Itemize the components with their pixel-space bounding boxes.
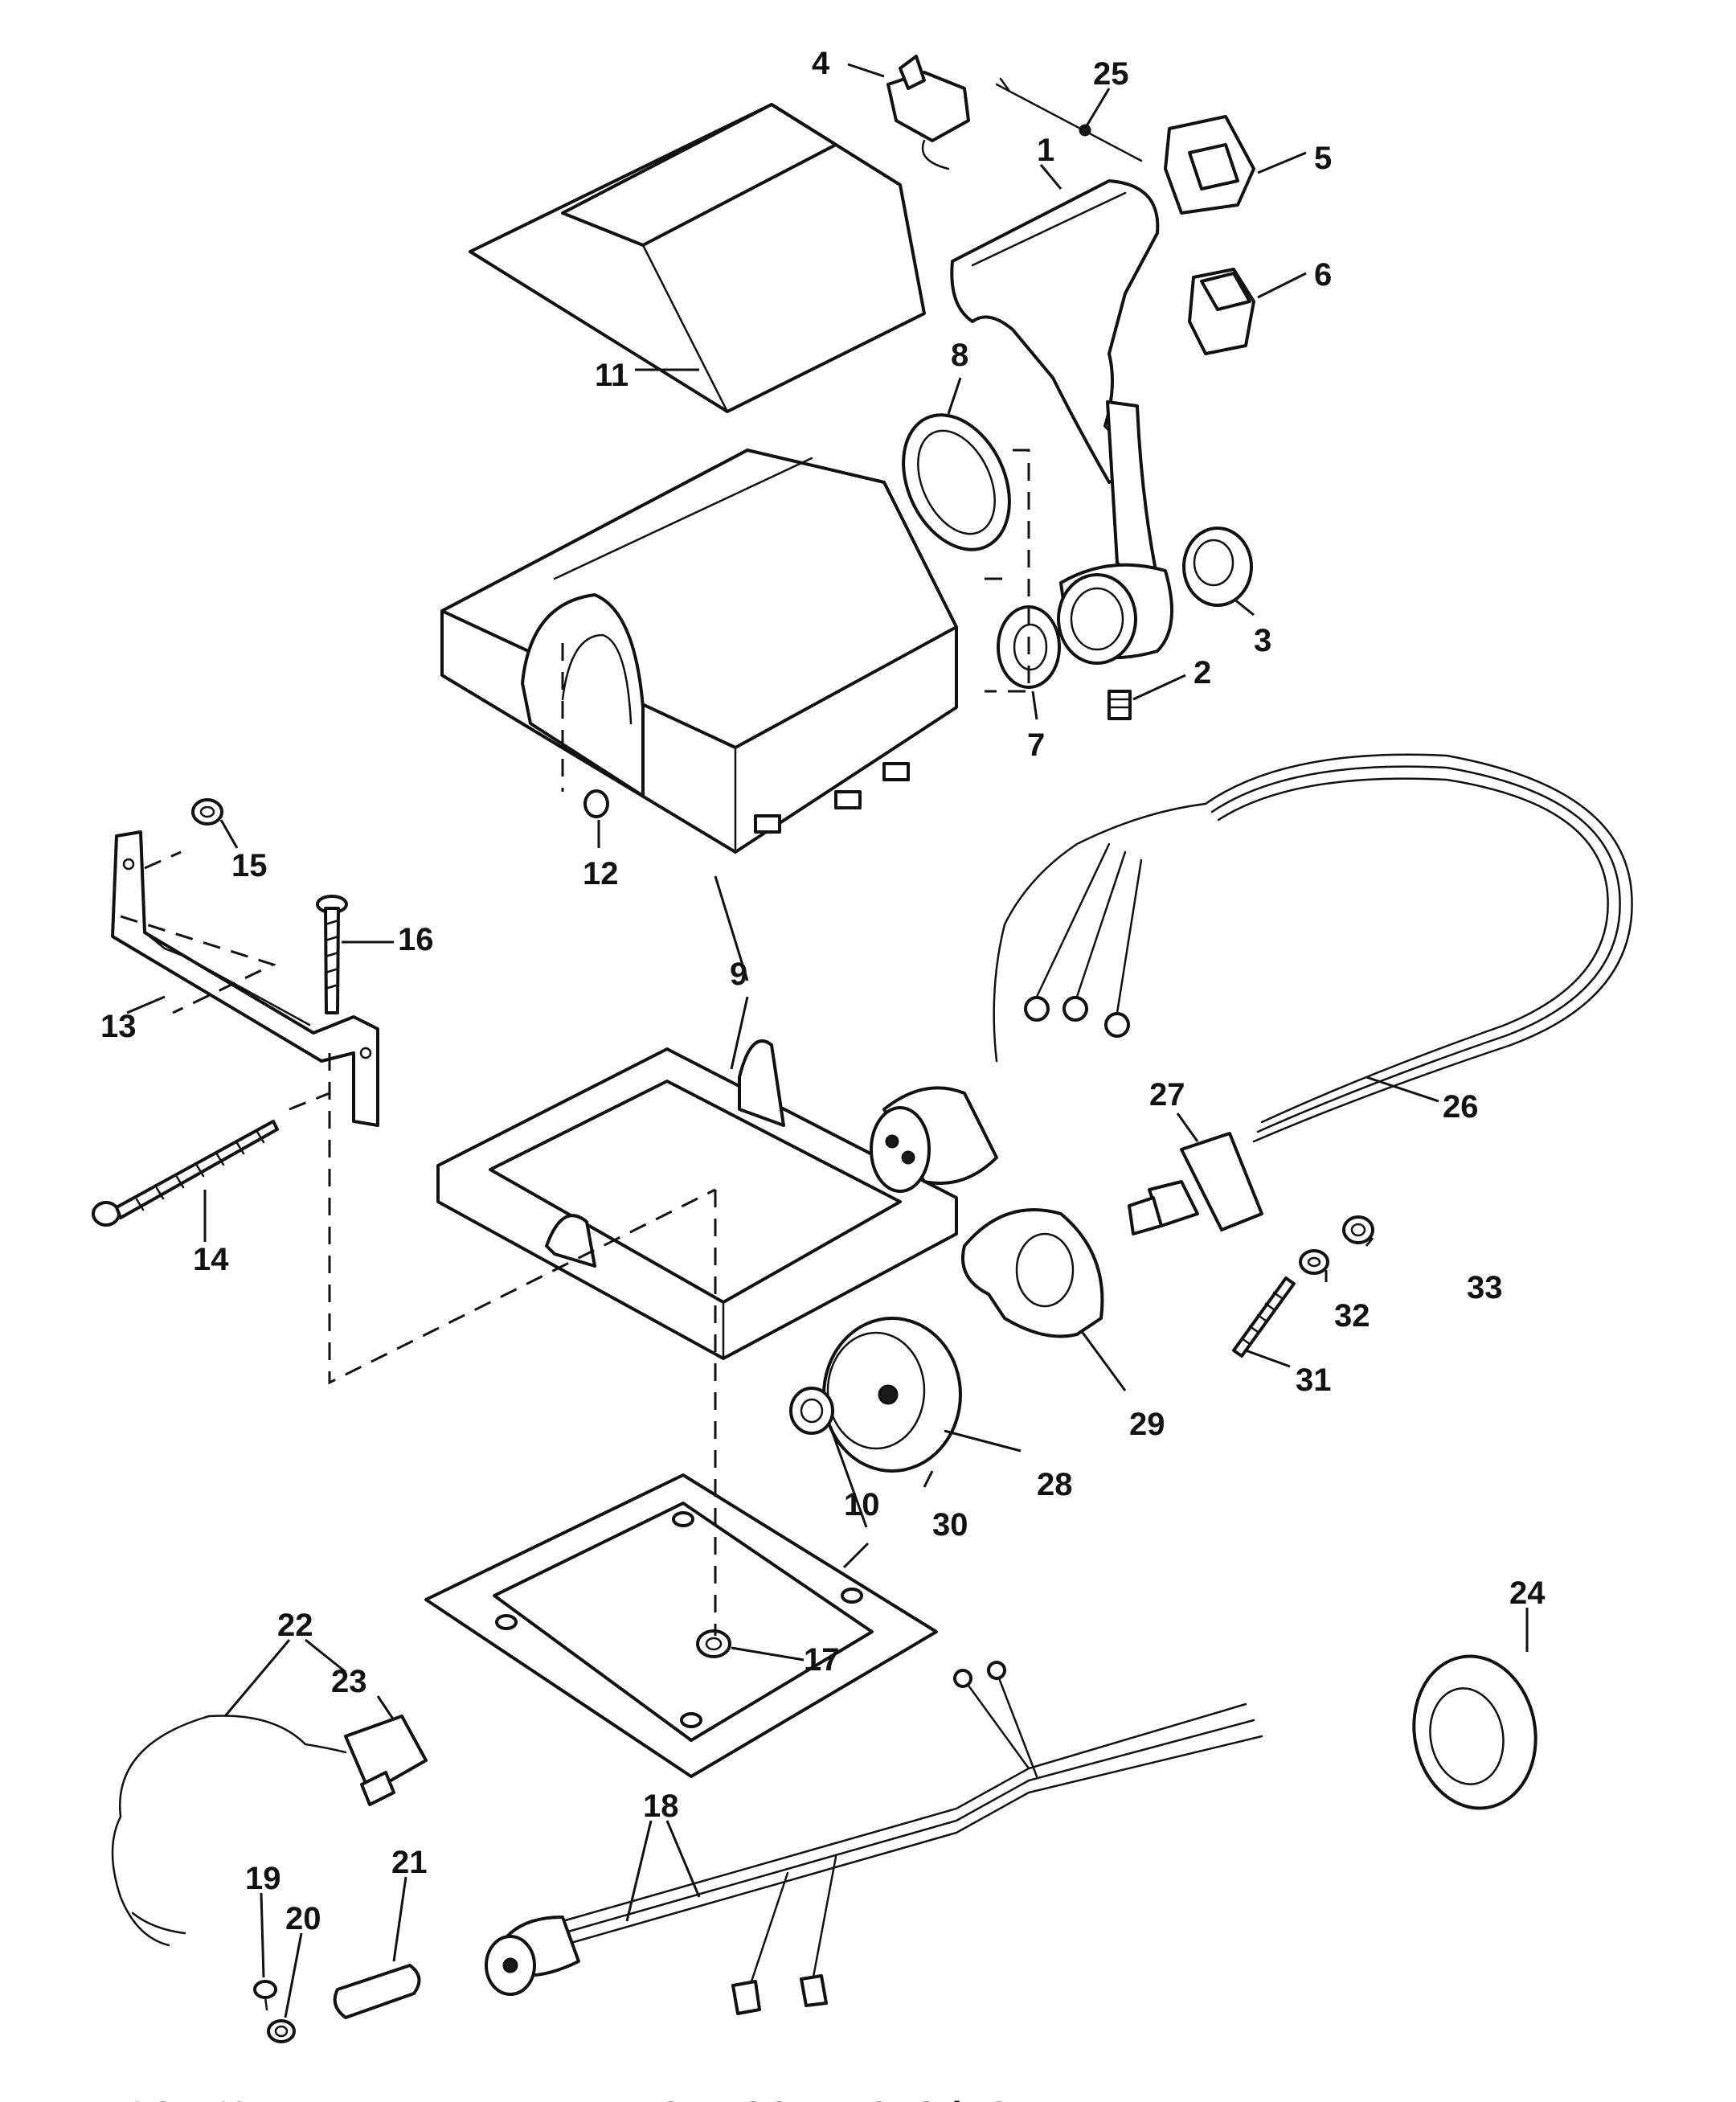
callout-17: 17 <box>804 1642 840 1678</box>
callout-10: 10 <box>844 1487 880 1522</box>
part-15-nut <box>191 798 223 826</box>
callout-18: 18 <box>643 1789 679 1824</box>
page-number: PAGE 48 <box>104 2095 249 2102</box>
callout-13: 13 <box>100 1009 137 1044</box>
callout-31: 31 <box>1296 1362 1332 1398</box>
callout-21: 21 <box>391 1845 428 1880</box>
callout-3: 3 <box>1254 623 1271 658</box>
part-25-pin <box>995 77 1143 162</box>
callout-28: 28 <box>1037 1467 1073 1502</box>
part-1-handle <box>950 179 1173 665</box>
part-29-clamp <box>961 1208 1104 1338</box>
callout-4: 4 <box>812 46 830 81</box>
part-18-main-harness <box>485 1661 1263 2015</box>
page-footer: PAGE 48 REMOTE CONTROLS (NON... <box>104 2095 1068 2102</box>
part-27-switch <box>1128 1132 1263 1235</box>
callout-23: 23 <box>331 1664 367 1699</box>
part-3-bushing <box>1182 527 1253 607</box>
part-2-set-screw <box>1108 690 1132 720</box>
callout-8: 8 <box>951 338 968 373</box>
callout-15: 15 <box>231 848 268 883</box>
callout-11: 11 <box>595 358 628 393</box>
callout-22: 22 <box>277 1608 313 1643</box>
part-26-harness <box>870 753 1633 1193</box>
part-11-top-panel <box>469 103 926 413</box>
callout-2: 2 <box>1194 655 1211 690</box>
part-30-nut <box>789 1387 834 1435</box>
part-13-bracket <box>111 830 379 1127</box>
callout-20: 20 <box>285 1901 321 1936</box>
part-9-base-frame <box>436 1039 958 1360</box>
callout-9: 9 <box>730 957 747 992</box>
part-9-housing <box>440 449 958 854</box>
part-33-nut <box>1342 1215 1374 1244</box>
callout-16: 16 <box>398 922 434 957</box>
part-12-cap <box>583 789 609 818</box>
part-20-nut <box>267 2019 296 2043</box>
part-21-sleeve <box>333 1964 421 2019</box>
part-17-nut <box>696 1629 731 1658</box>
part-6-button <box>1188 268 1255 355</box>
callout-6: 6 <box>1314 257 1332 293</box>
section-title: REMOTE CONTROLS (NON... <box>579 2095 1068 2102</box>
callout-25: 25 <box>1093 56 1129 92</box>
part-5-bezel <box>1164 115 1255 215</box>
part-4-switch <box>886 55 970 170</box>
callout-12: 12 <box>583 856 619 891</box>
part-14-long-screw <box>92 1120 279 1227</box>
part-8-ring <box>902 413 1011 551</box>
callout-7: 7 <box>1027 727 1045 763</box>
assembly-guide-lines <box>120 449 1030 1636</box>
callout-33: 33 <box>1467 1270 1503 1305</box>
callout-24: 24 <box>1509 1575 1546 1611</box>
part-24-ring <box>1412 1654 1537 1810</box>
callout-30: 30 <box>932 1507 968 1543</box>
part-10-gasket <box>424 1473 938 1778</box>
part-31-stud <box>1232 1276 1296 1358</box>
callout-27: 27 <box>1149 1077 1185 1112</box>
part-16-screw <box>316 895 348 1014</box>
part-22-23-harness <box>111 1715 428 1947</box>
callout-5: 5 <box>1314 141 1332 176</box>
callout-29: 29 <box>1129 1407 1165 1442</box>
leader-lines <box>126 63 1529 2018</box>
part-32-washer <box>1299 1249 1329 1275</box>
part-19-screw <box>253 1980 277 2011</box>
callout-26: 26 <box>1443 1089 1479 1125</box>
callout-14: 14 <box>193 1242 229 1277</box>
callout-1: 1 <box>1037 133 1054 168</box>
callout-19: 19 <box>245 1861 281 1896</box>
callout-32: 32 <box>1334 1298 1370 1334</box>
callout-labels: 1 2 3 4 5 6 7 8 9 10 11 12 13 14 15 16 1… <box>100 46 1546 1936</box>
part-28-grommet <box>822 1317 962 1473</box>
